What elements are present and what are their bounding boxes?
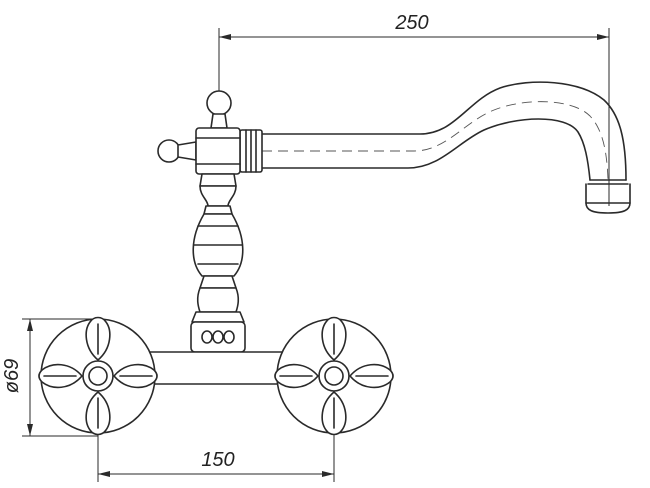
dimension-label-spout-reach: 250 [394, 12, 428, 34]
right-cross-handle [274, 316, 394, 436]
spout [239, 81, 631, 214]
column-body [190, 173, 246, 353]
body-bar [141, 351, 293, 385]
dimension-rosette-diameter: ø69 [1, 318, 98, 437]
dimension-spout-reach: 250 [218, 12, 610, 206]
dimension-label-rosette-diameter: ø69 [1, 359, 23, 393]
left-cross-handle [38, 316, 158, 436]
lever-handle [157, 90, 241, 175]
dimension-label-center-distance: 150 [201, 449, 234, 471]
